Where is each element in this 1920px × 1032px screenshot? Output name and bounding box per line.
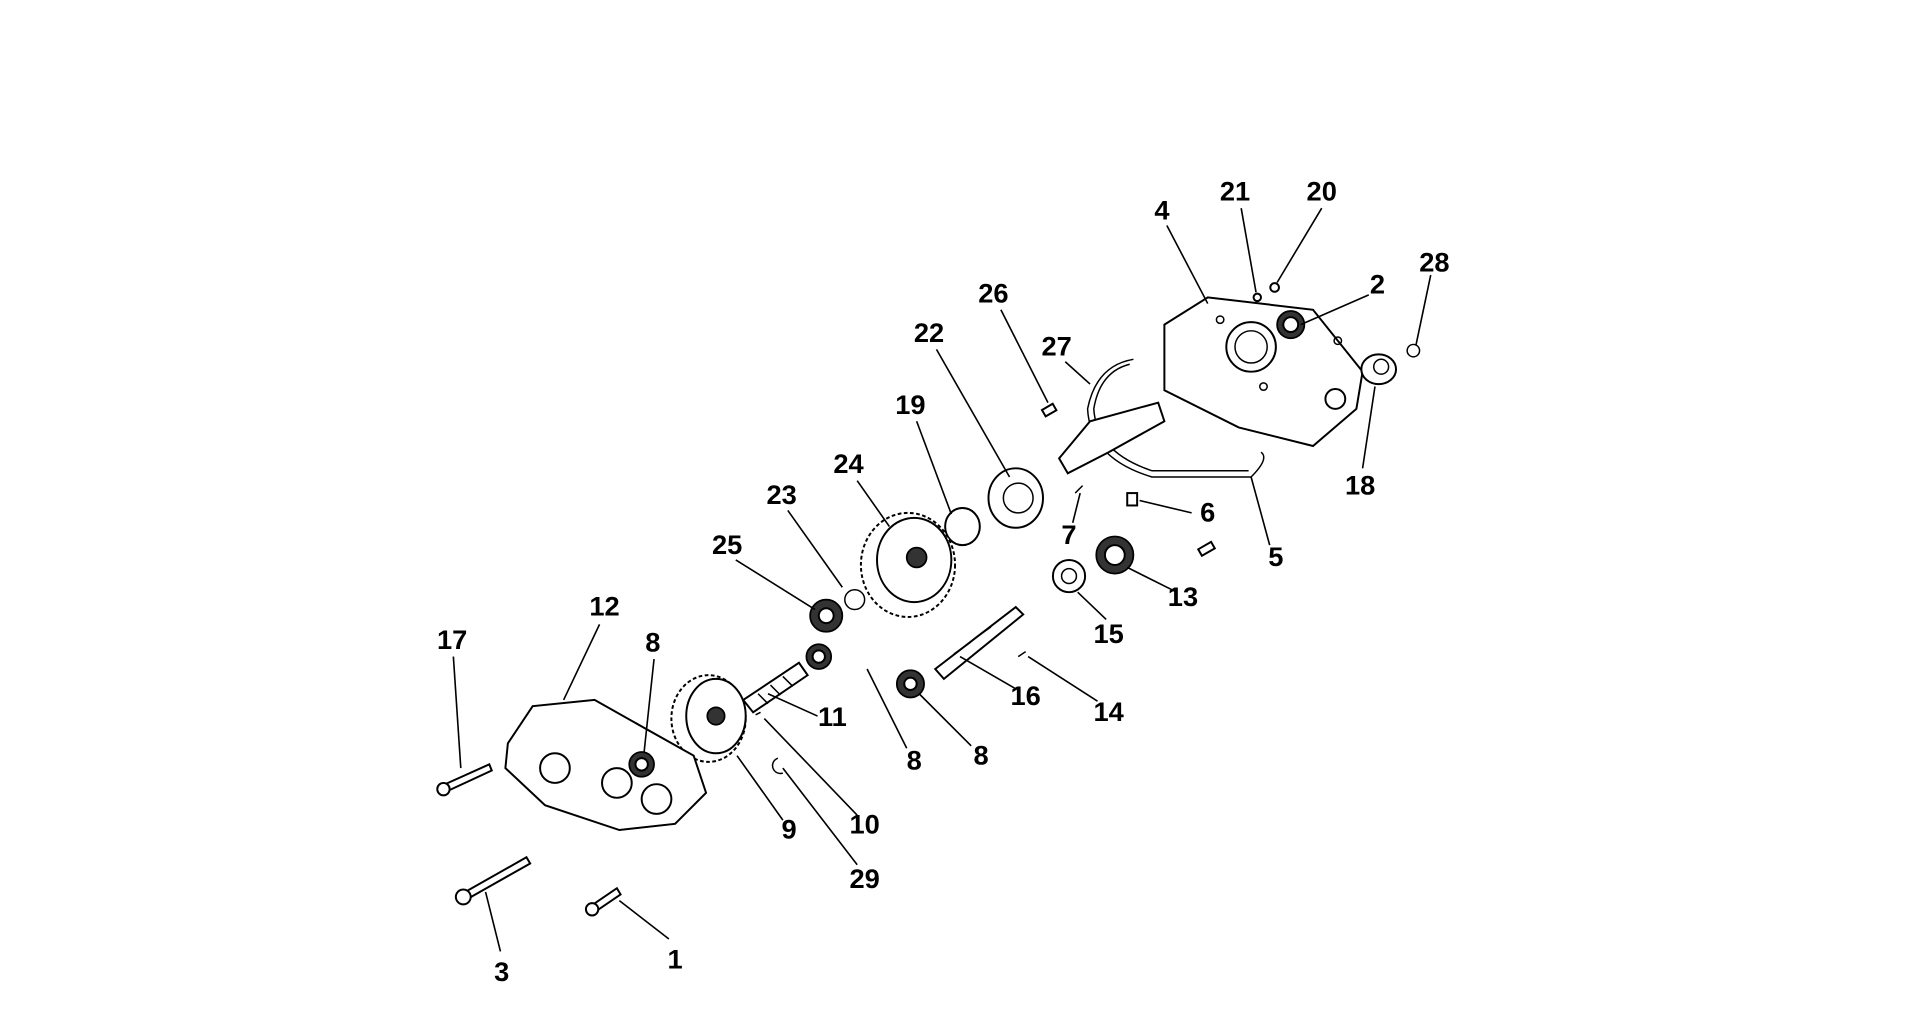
part-label: 14 (1093, 696, 1124, 727)
leader-line (1000, 309, 1049, 404)
gear-housing-cover (1163, 296, 1364, 448)
part-label: 27 (1041, 331, 1071, 362)
leader-line (959, 655, 1017, 690)
part-label: 8 (645, 627, 660, 658)
bearing-8a (628, 751, 655, 778)
leader-line (1071, 492, 1081, 524)
part-label: 15 (1093, 618, 1123, 649)
part-labels: 21 20 4 2 28 26 22 27 19 24 23 18 6 7 25… (437, 176, 1450, 987)
part-label: 29 (849, 863, 879, 894)
part-label: 21 (1220, 176, 1250, 207)
part-label: 4 (1154, 194, 1170, 225)
part-label: 28 (1419, 246, 1449, 277)
gear-9 (670, 674, 747, 763)
leader-line (1415, 274, 1432, 346)
part-label: 7 (1061, 519, 1076, 550)
leader-line (1361, 386, 1376, 469)
leader-lines (452, 207, 1432, 952)
leader-line (782, 767, 858, 866)
bolt-3 (454, 855, 532, 906)
part-label: 2 (1370, 269, 1385, 300)
gear-24 (859, 511, 957, 618)
ball-bearing-22 (987, 467, 1044, 529)
nuts (1252, 282, 1280, 303)
leader-line (935, 348, 1011, 478)
leader-line (1300, 294, 1370, 326)
leader-line (787, 509, 843, 588)
part-label: 10 (849, 809, 879, 840)
part-label: 9 (781, 814, 796, 845)
bearing-8b (805, 643, 833, 670)
leader-line (452, 656, 462, 769)
leader-line (866, 668, 908, 749)
part-label: 3 (494, 956, 509, 987)
leader-line (1139, 499, 1192, 514)
pins (755, 402, 1217, 775)
leader-line (1077, 591, 1107, 621)
spacer-19 (944, 506, 981, 547)
leader-line (1276, 207, 1323, 283)
leader-line (562, 624, 601, 701)
bolt-1 (584, 886, 622, 917)
worm-shaft-16 (933, 605, 1025, 681)
leader-line (1064, 361, 1091, 385)
part-label: 16 (1010, 680, 1040, 711)
output-shaft (1057, 401, 1166, 475)
part-label: 19 (895, 389, 925, 420)
part-label: 17 (437, 624, 467, 655)
part-label: 5 (1268, 541, 1283, 572)
part-label: 22 (914, 317, 944, 348)
leader-line (767, 693, 818, 717)
part-label: 18 (1345, 469, 1375, 500)
bearing-25 (809, 598, 844, 633)
bearing-8c (895, 669, 925, 699)
leader-line (918, 693, 972, 747)
part-label: 20 (1307, 176, 1337, 207)
bearing-13 (1095, 535, 1135, 575)
retaining-ring (1406, 343, 1421, 358)
leader-line (643, 658, 655, 753)
bushing (1360, 353, 1398, 386)
worm-11 (741, 661, 810, 714)
part-label: 13 (1168, 581, 1198, 612)
part-label: 6 (1200, 497, 1215, 528)
gear-housing-12 (504, 698, 708, 832)
part-label: 8 (973, 739, 988, 770)
leader-line (735, 559, 816, 611)
leader-line (763, 717, 858, 816)
snap-ring-23 (844, 588, 866, 611)
leader-line (1166, 225, 1209, 304)
part-label: 11 (818, 701, 847, 732)
part-label: 26 (978, 277, 1008, 308)
leader-line (736, 755, 784, 821)
leader-line (1126, 566, 1178, 593)
leader-line (1240, 208, 1257, 293)
leader-line (484, 891, 502, 952)
bearing-15 (1051, 558, 1087, 594)
leader-line (1027, 655, 1098, 702)
part-label: 24 (833, 448, 864, 479)
leader-line (915, 420, 953, 515)
leader-line (1250, 476, 1271, 546)
part-label: 25 (712, 529, 742, 560)
part-label: 12 (589, 591, 619, 622)
part-label: 8 (907, 744, 922, 775)
leader-line (618, 899, 670, 940)
oil-seal (1276, 310, 1306, 340)
part-label: 23 (766, 479, 796, 510)
leader-line (856, 480, 891, 527)
bolt-17 (436, 763, 494, 797)
part-label: 1 (668, 944, 683, 975)
